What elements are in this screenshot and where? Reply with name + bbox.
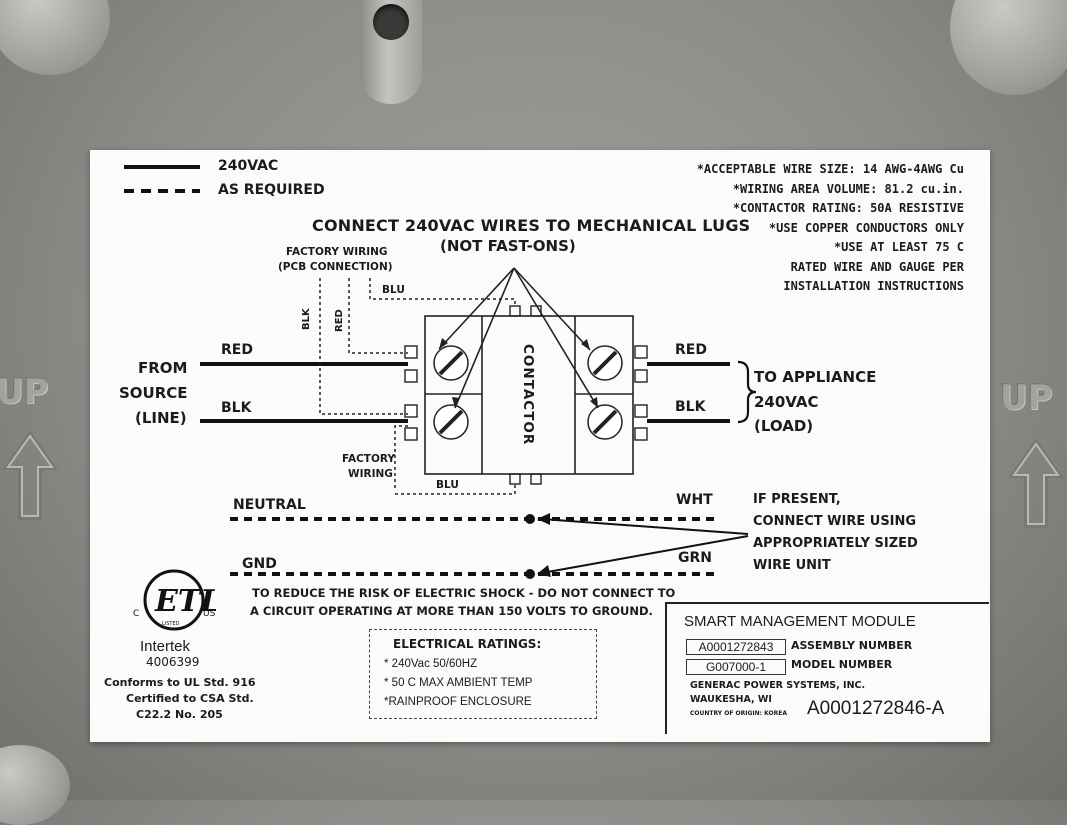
screw-post bbox=[360, 0, 422, 104]
source-label-3: (LINE) bbox=[135, 409, 187, 427]
note-copper: *USE COPPER CONDUCTORS ONLY bbox=[768, 220, 964, 235]
etl-c-text: C bbox=[133, 609, 139, 619]
legend-dashed-label: AS REQUIRED bbox=[218, 182, 325, 198]
lug-screw-top-right bbox=[587, 345, 623, 381]
mounting-boss-top-left bbox=[0, 0, 110, 75]
note-contactor-rating: *CONTACTOR RATING: 50A RESISTIVE bbox=[732, 201, 964, 215]
source-label-1: FROM bbox=[138, 359, 188, 377]
intertek-brand: Intertek bbox=[140, 638, 191, 655]
note-installation: INSTALLATION INSTRUCTIONS bbox=[783, 279, 964, 293]
red-line-label: RED bbox=[221, 342, 253, 358]
red-load-label: RED bbox=[675, 342, 707, 358]
gnd-label: GND bbox=[242, 556, 277, 572]
etl-listed-text: LISTED bbox=[162, 621, 180, 627]
rating-rainproof: *RAINPROOF ENCLOSURE bbox=[384, 696, 532, 708]
etl-us-text: US bbox=[203, 609, 216, 619]
note-rated-wire: RATED WIRE AND GAUGE PER bbox=[790, 259, 964, 274]
load-brace bbox=[737, 360, 757, 424]
intertek-number: 4006399 bbox=[146, 655, 200, 669]
certified-csa: Certified to CSA Std. bbox=[126, 692, 254, 705]
up-marking-right: UP bbox=[1000, 378, 1053, 418]
ground-splice-dot bbox=[525, 569, 535, 579]
contactor-label: CONTACTOR bbox=[520, 344, 536, 446]
blk-line-label: BLK bbox=[221, 400, 252, 416]
up-arrow-right-icon bbox=[1008, 438, 1064, 528]
if-present-line-2: CONNECT WIRE USING bbox=[753, 514, 917, 529]
factory-red-wire bbox=[348, 278, 408, 354]
legend-solid-label: 240VAC bbox=[218, 158, 279, 174]
appliance-label-2: 240VAC bbox=[754, 393, 819, 411]
rating-ambient: * 50 C MAX AMBIENT TEMP bbox=[384, 677, 533, 689]
module-info-box: SMART MANAGEMENT MODULE A0001272843 ASSE… bbox=[665, 602, 989, 734]
up-arrow-left-icon bbox=[2, 430, 58, 520]
neutral-label: NEUTRAL bbox=[233, 497, 306, 513]
rating-voltage: * 240Vac 50/60HZ bbox=[384, 658, 478, 670]
assembly-number-label: ASSEMBLY NUMBER bbox=[791, 639, 913, 652]
company-name: GENERAC POWER SYSTEMS, INC. bbox=[690, 680, 866, 691]
part-number: A0001272846-A bbox=[807, 698, 945, 719]
note-wiring-volume: *WIRING AREA VOLUME: 81.2 cu.in. bbox=[732, 181, 964, 196]
etl-listed-logo: ETL LISTED C US bbox=[133, 569, 216, 631]
conforms-ul: Conforms to UL Std. 916 bbox=[104, 676, 256, 689]
model-number-value: G007000-1 bbox=[686, 659, 786, 675]
company-city: WAUKESHA, WI bbox=[690, 694, 772, 705]
screw-hole bbox=[373, 4, 409, 40]
factory-blu-wire-bottom bbox=[395, 484, 516, 495]
lug-screw-bottom-right bbox=[587, 404, 623, 440]
factory-blu-wire-top bbox=[369, 278, 516, 306]
blk-load-label: BLK bbox=[675, 399, 706, 415]
warning-line-1: TO REDUCE THE RISK OF ELECTRIC SHOCK - D… bbox=[252, 586, 676, 600]
note-75c: *USE AT LEAST 75 C bbox=[833, 240, 964, 254]
appliance-label-1: TO APPLIANCE bbox=[754, 368, 877, 386]
grn-label: GRN bbox=[678, 550, 712, 566]
csa-standard: C22.2 No. 205 bbox=[136, 708, 223, 721]
wht-label: WHT bbox=[676, 492, 713, 508]
contactor-body bbox=[424, 315, 634, 475]
factory-wiring-top-label-2: (PCB CONNECTION) bbox=[278, 261, 393, 273]
appliance-label-3: (LOAD) bbox=[754, 417, 814, 435]
ratings-title: ELECTRICAL RATINGS: bbox=[393, 637, 542, 651]
factory-wiring-top-label-1: FACTORY WIRING bbox=[286, 246, 388, 258]
factory-wiring-bottom-label-1: FACTORY bbox=[342, 453, 396, 465]
wiring-diagram bbox=[124, 165, 757, 579]
source-label-2: SOURCE bbox=[119, 384, 188, 402]
warning-line-2: A CIRCUIT OPERATING AT MORE THAN 150 VOL… bbox=[250, 604, 653, 618]
up-marking-left: UP bbox=[0, 372, 49, 412]
notes-block: *ACCEPTABLE WIRE SIZE: 14 AWG-4AWG Cu *W… bbox=[697, 160, 964, 297]
factory-wiring-bottom-label-2: WIRING bbox=[348, 468, 393, 480]
assembly-number-value: A0001272843 bbox=[686, 639, 786, 655]
header-line-2: (NOT FAST-ONS) bbox=[440, 237, 576, 255]
header-line-1: CONNECT 240VAC WIRES TO MECHANICAL LUGS bbox=[312, 216, 751, 235]
blu-top-label: BLU bbox=[382, 284, 405, 296]
lug-screw-bottom-left bbox=[433, 404, 469, 440]
note-wire-size: *ACCEPTABLE WIRE SIZE: 14 AWG-4AWG Cu bbox=[696, 162, 964, 176]
factory-blk-wire bbox=[319, 278, 408, 415]
mounting-boss-top-right bbox=[950, 0, 1067, 95]
if-present-line-4: WIRE UNIT bbox=[753, 558, 831, 573]
red-vertical-label: RED bbox=[334, 309, 345, 332]
if-present-line-1: IF PRESENT, bbox=[753, 492, 841, 507]
country-of-origin: COUNTRY OF ORIGIN: KOREA bbox=[690, 710, 787, 717]
lug-screw-top-left bbox=[433, 345, 469, 381]
etl-logo-text: ETL bbox=[154, 584, 216, 619]
wiring-label: 240VAC AS REQUIRED CONNECT 240VAC WIRES … bbox=[90, 150, 990, 742]
mounting-boss-bottom-left bbox=[0, 745, 70, 825]
blk-vertical-label: BLK bbox=[301, 308, 312, 330]
model-number-label: MODEL NUMBER bbox=[791, 658, 893, 671]
neutral-splice-dot bbox=[525, 514, 535, 524]
electrical-ratings-box: ELECTRICAL RATINGS: * 240Vac 50/60HZ * 5… bbox=[369, 629, 597, 719]
if-present-note: IF PRESENT, CONNECT WIRE USING APPROPRIA… bbox=[753, 489, 918, 577]
module-title: SMART MANAGEMENT MODULE bbox=[684, 613, 916, 630]
blu-bottom-label: BLU bbox=[436, 479, 459, 491]
if-present-line-3: APPROPRIATELY SIZED bbox=[753, 536, 918, 551]
